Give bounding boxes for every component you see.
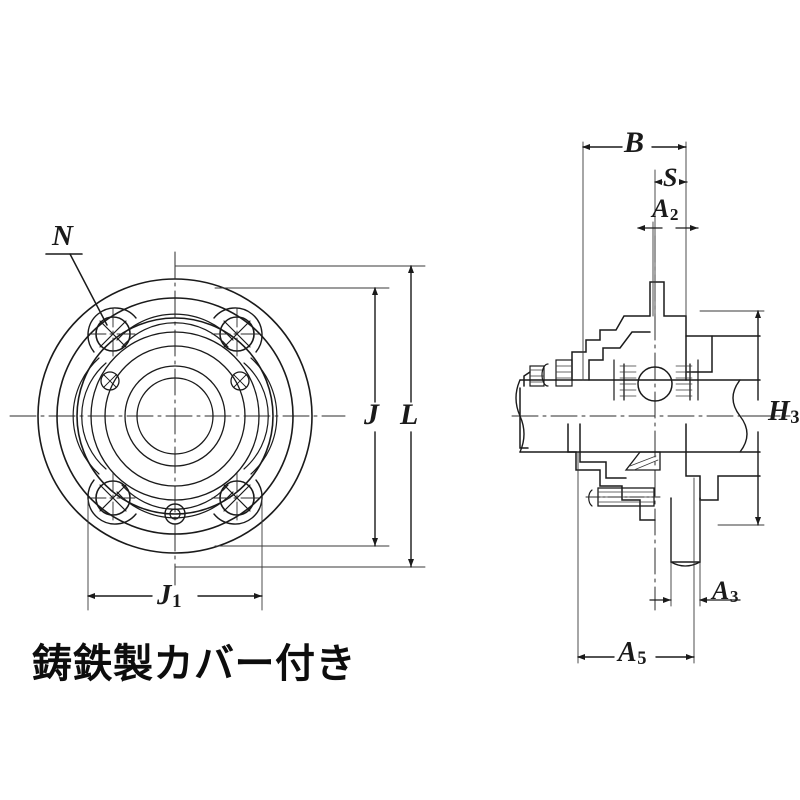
cover-step-circle	[90, 331, 260, 501]
side-extension-lines	[577, 141, 765, 664]
outer-flange-circle	[37, 278, 313, 554]
grease-nipple-hole	[164, 503, 186, 525]
flange-body-circle	[56, 297, 294, 535]
front-extension-lines	[87, 265, 426, 611]
bearing-assembly	[613, 359, 699, 402]
side-view-centrelines	[511, 235, 791, 611]
housing-section-lower	[567, 423, 761, 567]
label-A5: A5	[618, 637, 647, 669]
front-view-centrelines	[9, 251, 346, 586]
n-leader-line	[45, 253, 108, 326]
cover-screw-hole	[100, 371, 250, 391]
label-J1: J1	[157, 579, 182, 613]
grease-fitting	[585, 451, 661, 507]
hub-inner-circle	[136, 377, 214, 455]
hub-outer-circle	[124, 365, 226, 467]
mounting-bolt-hole	[87, 308, 263, 524]
caption-text: 鋳鉄製カバー付き	[32, 641, 356, 687]
cast-iron-cover	[519, 371, 531, 449]
label-H3: H3	[768, 396, 800, 428]
front-view-group	[9, 251, 426, 611]
label-N: N	[52, 220, 73, 252]
label-B: B	[624, 126, 645, 159]
label-A3: A3	[712, 576, 739, 607]
label-A2: A2	[652, 194, 679, 225]
side-view-group	[511, 141, 791, 664]
label-S: S	[663, 163, 678, 192]
bolt-boss-outline	[87, 307, 263, 525]
dimension-H3	[741, 310, 779, 526]
label-J: J	[364, 398, 379, 431]
housing-section-upper	[571, 281, 761, 381]
seal-and-collar	[529, 359, 573, 387]
label-L: L	[400, 398, 419, 431]
cover-inner-circle	[104, 345, 246, 487]
